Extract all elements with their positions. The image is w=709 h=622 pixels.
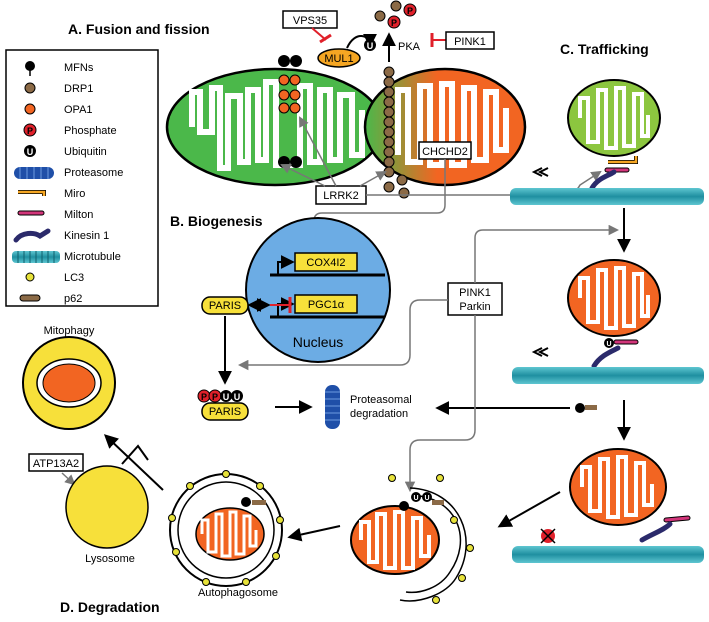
legend-label-ubiquitin: Ubiquitin [64,146,107,158]
legend-label-mfns: MFNs [64,62,94,74]
section-title-degradation: D. Degradation [60,599,160,615]
ubiquitin-icon: U [411,492,421,502]
legend-label-phosphate: Phosphate [64,125,117,137]
autophagosome-label: Autophagosome [198,587,278,599]
drp1-legend-icon [24,82,36,94]
kinesin-legend-icon [13,228,51,243]
section-title-trafficking: C. Trafficking [560,41,649,57]
legend-label-opa1: OPA1 [64,104,93,116]
lysosome [65,465,149,549]
pgc1a-gene [294,294,358,314]
svg-text:U: U [606,341,611,348]
pink1-to-trafficking-arrow [474,224,620,283]
pink1-parkin-label1: PINK1 [459,287,491,299]
proteasome-icon [325,385,340,429]
legend-label-kinesin: Kinesin 1 [64,230,109,242]
phosphate-legend-icon: P [23,123,37,137]
microtubule-3 [512,546,704,563]
paris-degraded-badge [201,402,249,421]
autophagosome [169,473,283,587]
atp13a2-box [28,453,84,472]
microtubule-2 [512,367,704,384]
pink1-parkin-box [447,282,503,316]
svg-text:P: P [407,6,413,16]
svg-text:U: U [367,41,374,51]
phosphate-icon: P [208,389,222,403]
trafficking-green-mitochondrion [567,79,661,157]
atp13a2-label: ATP13A2 [33,458,79,470]
pink1-to-paris-arrow [237,299,448,371]
phosphate-icon: P [387,15,401,29]
section-title-biogenesis: B. Biogenesis [170,213,263,229]
pink1-box [445,31,495,50]
paris-degraded-label: PARIS [209,406,241,418]
drp1-icon [390,0,402,12]
vps35-label: VPS35 [293,15,327,27]
pka-label: PKA [398,41,421,53]
mitophagy-autolysosome [22,336,116,430]
cox4i2-label: COX4I2 [306,257,345,269]
pgc1a-label: PGC1α [308,299,345,311]
proteasomal-label-line2: degradation [350,408,408,420]
paris-label: PARIS [209,300,241,312]
svg-text:P: P [27,126,33,136]
chchd2-label: CHCHD2 [422,146,468,158]
cox4i2-gene [294,252,358,272]
svg-text:U: U [413,495,418,502]
lysosome-label: Lysosome [85,553,135,565]
phosphate-icon: P [197,389,211,403]
to-mitophagy-arrow [103,434,164,491]
ubiquitin-icon: U [422,492,432,502]
svg-text:P: P [212,392,218,402]
miro-removed-icon [540,528,556,544]
svg-text:U: U [424,495,429,502]
legend-label-proteasome: Proteasome [64,167,123,179]
legend-label-milton: Milton [64,209,93,221]
svg-text:U: U [27,147,34,157]
opa1-legend-icon [24,103,36,115]
legend: MFNs DRP1 OPA1 P Phosphate U Ubiquitin P… [5,49,159,307]
legend-label-miro: Miro [64,188,85,200]
proteasomal-label-line1: Proteasomal [350,394,412,406]
microtubule-1 [510,188,704,205]
trafficking-orange-mitochondrion [567,259,661,337]
lrrk2-label: LRRK2 [323,190,358,202]
ubiquitin-legend-icon: U [24,145,36,157]
fusion-fission-mitochondria [165,55,527,187]
svg-text:P: P [391,18,397,28]
ubiquitin-icon: U [364,39,376,51]
nucleus-label: Nucleus [293,334,344,350]
phagophore-mitochondrion [350,487,467,602]
pink1-parkin-label2: Parkin [459,301,490,313]
pink1-label: PINK1 [454,36,486,48]
mul1-label: MUL1 [324,53,353,65]
mfn-legend-icon [25,61,35,76]
legend-label-microtubule: Microtubule [64,251,121,263]
vps35-box [282,10,338,29]
section-title-fusion: A. Fusion and fission [68,21,210,37]
mul1-badge [317,48,361,68]
drp1-icon [374,10,386,22]
ubiquitin-icon: U [604,338,614,348]
svg-text:U: U [234,392,241,402]
legend-label-lc3: LC3 [64,272,84,284]
trafficking-detached-mitochondrion [569,448,667,526]
microtubule-legend-icon [12,251,60,263]
phosphate-icon: P [403,3,417,17]
svg-text:P: P [201,392,207,402]
legend-label-drp1: DRP1 [64,83,93,95]
miro-legend-icon [18,190,46,196]
ubiquitin-icon: U [220,390,232,402]
lc3-legend-icon [25,272,35,282]
legend-label-p62: p62 [64,293,82,305]
svg-text:U: U [223,392,230,402]
proteasome-legend-icon [14,167,54,179]
vps35-inhibition-bar [319,33,332,44]
pink1-to-autophagy-arrow [404,315,476,493]
ubiquitin-icon: U [231,390,243,402]
mitophagy-label: Mitophagy [44,325,95,337]
p62-legend-icon [19,294,41,302]
